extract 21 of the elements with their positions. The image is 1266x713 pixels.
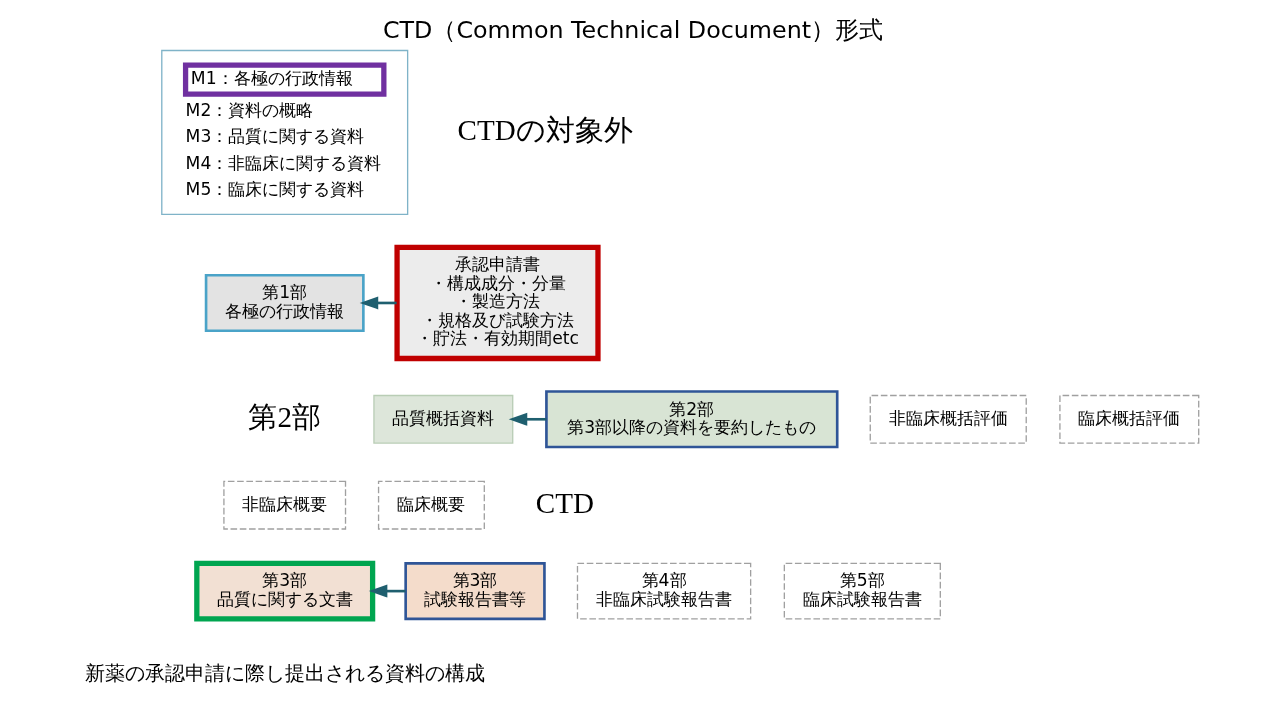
label: CTDの対象外 <box>457 113 633 146</box>
arrow <box>508 412 547 426</box>
node-box: 臨床概要 <box>377 480 485 530</box>
arrow <box>359 296 397 310</box>
node-box: 第4部 非臨床試験報告書 <box>576 562 752 620</box>
caption: 新薬の承認申請に際し提出される資料の構成 <box>84 662 485 686</box>
node-box: 非臨床概要 <box>223 480 347 530</box>
label: CTD <box>535 486 594 519</box>
arrow <box>368 584 406 598</box>
node-box: 第5部 臨床試験報告書 <box>783 562 941 620</box>
node-box: 第3部 品質に関する文書 <box>194 560 376 622</box>
node-box: 品質概括資料 <box>373 394 514 444</box>
node-box: 第3部 試験報告書等 <box>404 562 546 621</box>
node-box: 第2部 第3部以降の資料を要約したもの <box>545 390 839 449</box>
diagram-title: CTD（Common Technical Document）形式 <box>382 15 884 44</box>
node-box: 承認申請書 ・構成成分・分量 ・製造方法 ・規格及び試験方法 ・貯法・有効期間etc <box>394 244 601 362</box>
node-box: 臨床概括評価 <box>1059 394 1200 444</box>
label: 第2部 <box>248 400 321 433</box>
node-box: 第1部 各極の行政情報 <box>204 273 365 333</box>
node-box: 非臨床概括評価 <box>869 394 1027 444</box>
node-box: M1：各極の行政情報 M2：資料の概略 M3：品質に関する資料 M4：非臨床に関する資料 M5：臨床に関する資料 <box>161 49 409 216</box>
